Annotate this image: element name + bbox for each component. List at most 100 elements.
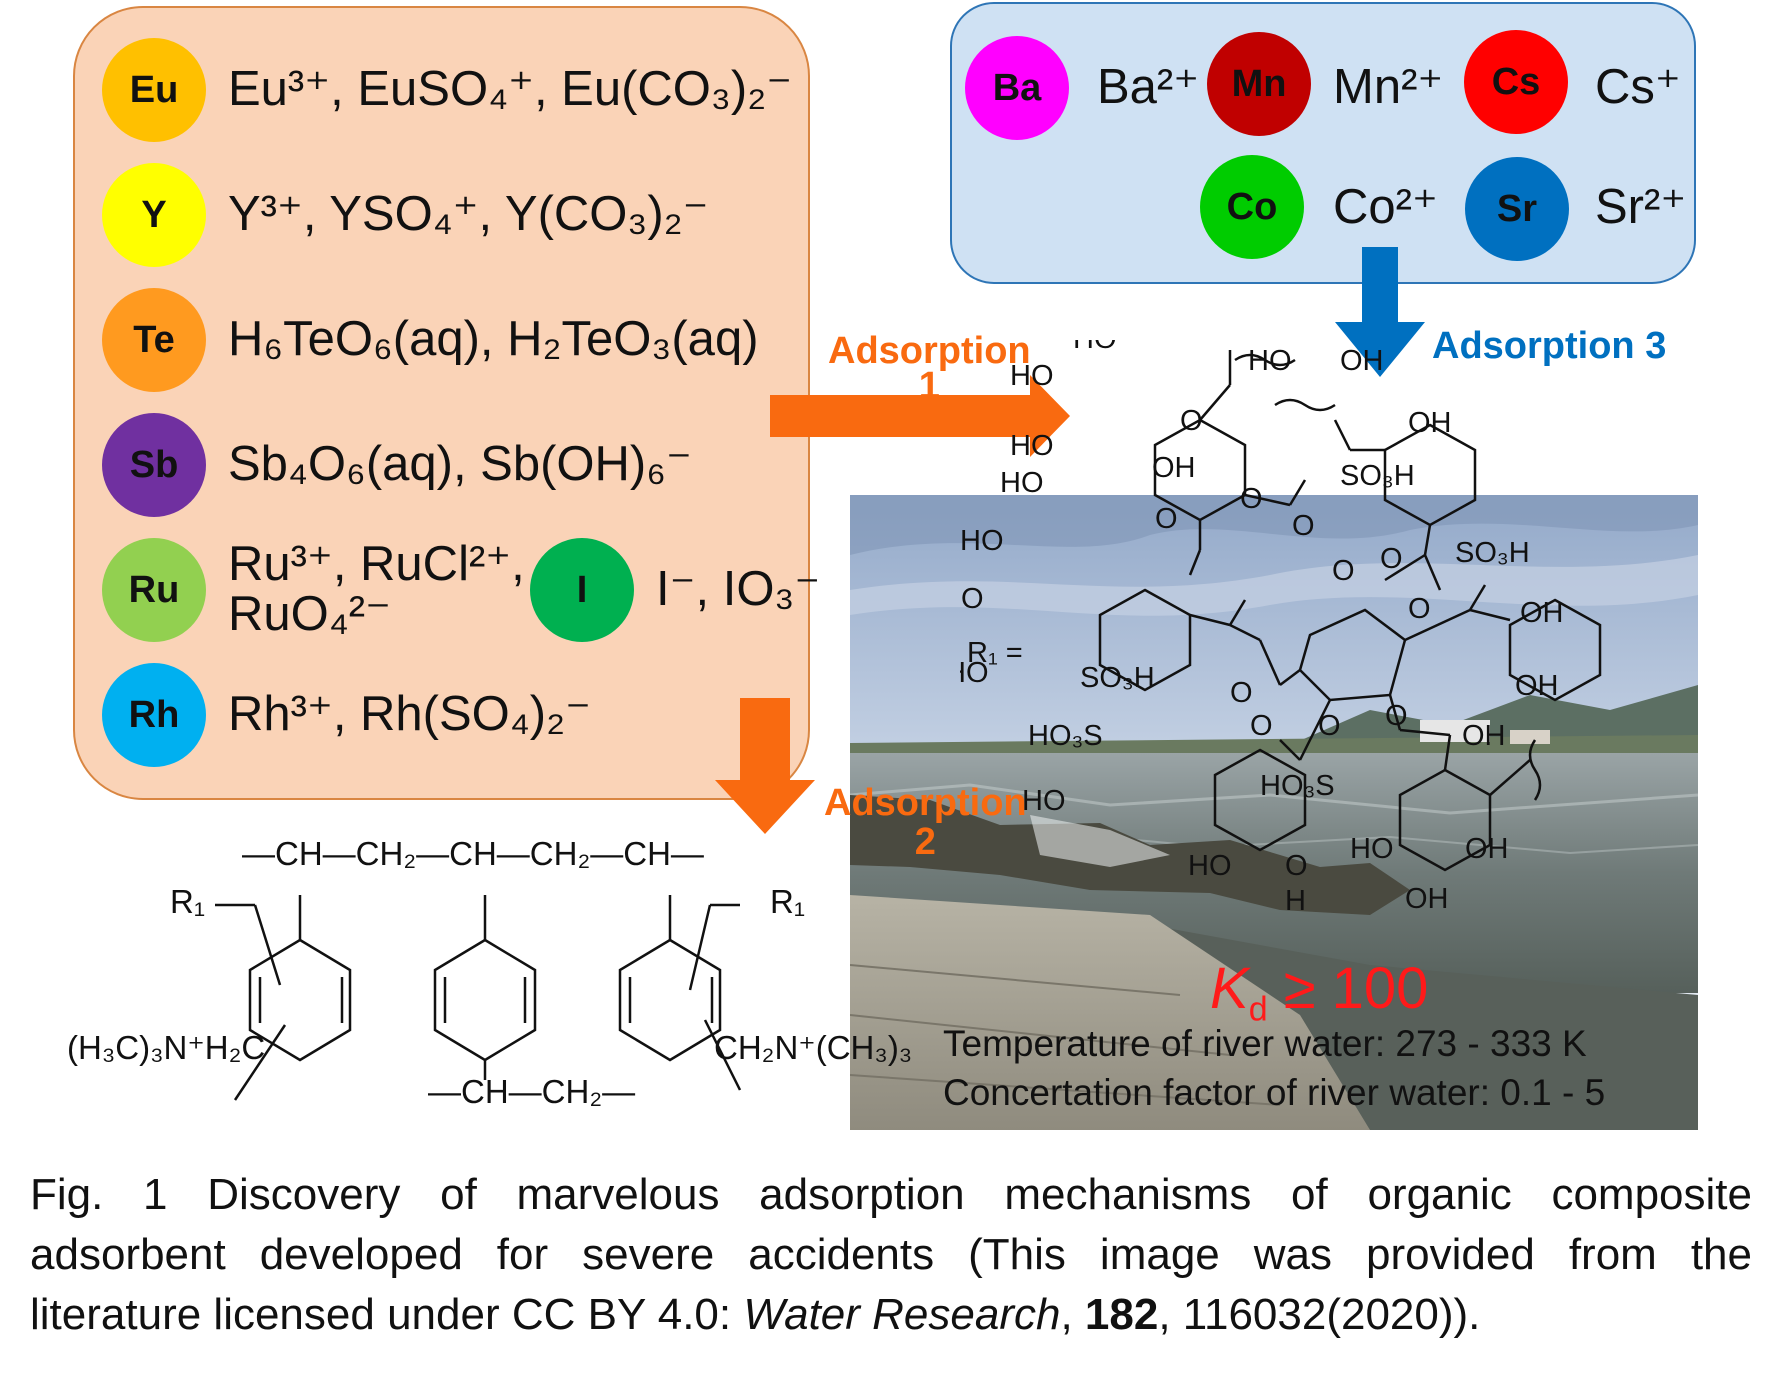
ru-species-line1: Ru³⁺, RuCl²⁺, (228, 537, 525, 592)
tannin-label: OH (1405, 883, 1449, 915)
caption-reference: , 116032(2020)). (1158, 1290, 1481, 1339)
cs-element-badge: Cs (1464, 30, 1568, 134)
tannin-label: O (1240, 483, 1263, 515)
tannin-label: OH (1408, 407, 1452, 439)
cs-ion-text: Cs⁺ (1595, 60, 1681, 114)
polymer-r1-left: R₁ (170, 883, 205, 920)
caption-line-3: literature licensed under CC BY 4.0: Wat… (30, 1285, 1752, 1345)
te-element-badge: Te (102, 288, 206, 392)
tannin-label: HO (1188, 850, 1232, 882)
polymer-structure (215, 895, 742, 1101)
kd-symbol: K (1210, 956, 1249, 1021)
tannin-label: OH (1515, 670, 1559, 702)
tannin-label: O (1318, 710, 1341, 742)
eu-element-badge: Eu (102, 38, 206, 142)
tannin-label: O (1155, 503, 1178, 535)
ba-ion-text: Ba²⁺ (1097, 60, 1200, 114)
tannin-label: OH (1462, 720, 1506, 752)
i-element-badge: I (530, 538, 634, 642)
ru-species-line2: RuO₄²⁻ (228, 587, 391, 641)
arrow-shape (1335, 247, 1425, 377)
ru-element-badge: Ru (102, 538, 206, 642)
adsorption-1-arrow (770, 375, 1070, 457)
galloyl-ring-4 (1508, 598, 1602, 702)
polymer-amine-left: (H₃C)₃N⁺H₂C (67, 1029, 266, 1066)
figure-caption: Fig. 1 Discovery of marvelous adsorption… (30, 1165, 1752, 1345)
benzene-ring-center (433, 938, 537, 1062)
rh-species-text: Rh³⁺, Rh(SO₄)₂⁻ (228, 687, 592, 742)
tannin-label: HO (1350, 833, 1394, 865)
tannin-label: O (1292, 510, 1315, 542)
adsorption-3-label: Adsorption 3 (1432, 325, 1667, 367)
tannin-label: SO₃H (1080, 662, 1155, 694)
species-row-y: Y Y³⁺, YSO₄⁺, Y(CO₃)₂⁻ (102, 163, 709, 267)
galloyl-ring-5 (1213, 748, 1307, 852)
adsorption-2-line2: 2 (914, 821, 936, 863)
tannin-label: OH (1520, 597, 1564, 629)
tannin-label: HO (960, 657, 989, 689)
benzene-ring-right (618, 938, 722, 1062)
tannin-label: HO (1010, 430, 1054, 462)
caption-journal: Water Research (743, 1290, 1061, 1339)
tannin-label: HO (960, 525, 1004, 557)
adsorption-1-line1: Adsorption (828, 330, 1031, 372)
species-row-te: Te H₆TeO₆(aq), H₂TeO₃(aq) (102, 288, 759, 392)
adsorption-2-label: Adsorption 2 (824, 782, 1027, 864)
river-photo-image (850, 495, 1698, 1130)
tannin-label: O (1385, 700, 1408, 732)
polymer-backbone: —CH—CH₂—CH—CH₂—CH— (242, 835, 704, 872)
concentration-condition: Concertation factor of river water: 0.1 … (943, 1072, 1606, 1113)
species-row-rh: Rh Rh³⁺, Rh(SO₄)₂⁻ (102, 663, 591, 767)
caption-license: literature licensed under CC BY 4.0: (30, 1290, 744, 1339)
tannin-label: HO (1073, 340, 1117, 355)
tannin-label: SO₃H (1340, 460, 1415, 492)
polymer-bottom-chain: —CH—CH₂— (428, 1073, 636, 1110)
tannin-label: OH (1340, 345, 1384, 377)
rh-element-badge: Rh (102, 663, 206, 767)
tannin-label: HO₃S (1028, 720, 1103, 752)
tannin-label: O (1408, 593, 1431, 625)
mn-ion-text: Mn²⁺ (1333, 60, 1444, 114)
tannin-label: HO (1010, 360, 1054, 392)
tannin-label: OH (1465, 833, 1509, 865)
tannin-label: O (1250, 710, 1273, 742)
tannin-label: HO (960, 583, 984, 615)
ba-element-badge: Ba (965, 36, 1069, 140)
co-element-badge: Co (1200, 155, 1304, 259)
kd-value: ≥ 100 (1267, 956, 1429, 1021)
co-ion-text: Co²⁺ (1333, 180, 1438, 234)
y-species-text: Y³⁺, YSO₄⁺, Y(CO₃)₂⁻ (228, 187, 709, 242)
adsorption-3-arrow (1335, 247, 1425, 377)
tannin-structure: HO HO HO HO OH O HO OH OH SO₃H HO HO HO … (960, 340, 1602, 917)
tannin-label: O (1230, 677, 1253, 709)
arrow-shape (770, 375, 1070, 457)
element-species-panel (73, 6, 810, 800)
river-photo (850, 495, 1698, 1130)
sb-species-text: Sb₄O₆(aq), Sb(OH)₆⁻ (228, 437, 692, 492)
tannin-label: O (1180, 405, 1203, 437)
sb-element-badge: Sb (102, 413, 206, 517)
tannin-label: OH (1152, 452, 1196, 484)
sr-element-badge: Sr (1465, 157, 1569, 261)
y-element-badge: Y (102, 163, 206, 267)
adsorption-2-line1: Adsorption (824, 782, 1027, 824)
sr-ion-text: Sr²⁺ (1595, 180, 1687, 234)
caption-separator: , (1060, 1290, 1085, 1339)
species-row-eu: Eu Eu³⁺, EuSO₄⁺, Eu(CO₃)₂⁻ (102, 38, 792, 142)
i-species-text: I⁻, IO₃⁻ (656, 562, 821, 617)
kd-subscript: d (1248, 990, 1268, 1029)
adsorption-1-label: Adsorption 1 (828, 330, 1031, 408)
benzene-ring-left (248, 938, 352, 1062)
caption-volume: 182 (1084, 1290, 1159, 1339)
tannin-label: O (1285, 850, 1308, 882)
species-row-i: I I⁻, IO₃⁻ (530, 538, 820, 642)
caption-line-2: adsorbent developed for severe accidents… (30, 1230, 1752, 1279)
caption-line-1: Fig. 1 Discovery of marvelous adsorption… (30, 1170, 1752, 1219)
tannin-label: O (1332, 555, 1355, 587)
cation-panel (950, 2, 1696, 284)
mn-element-badge: Mn (1207, 32, 1311, 136)
tannin-label: HO (1000, 467, 1044, 499)
tannin-label: H (1285, 885, 1306, 917)
glucose-ring (1298, 608, 1407, 702)
polymer-r1-right: R₁ (770, 883, 805, 920)
